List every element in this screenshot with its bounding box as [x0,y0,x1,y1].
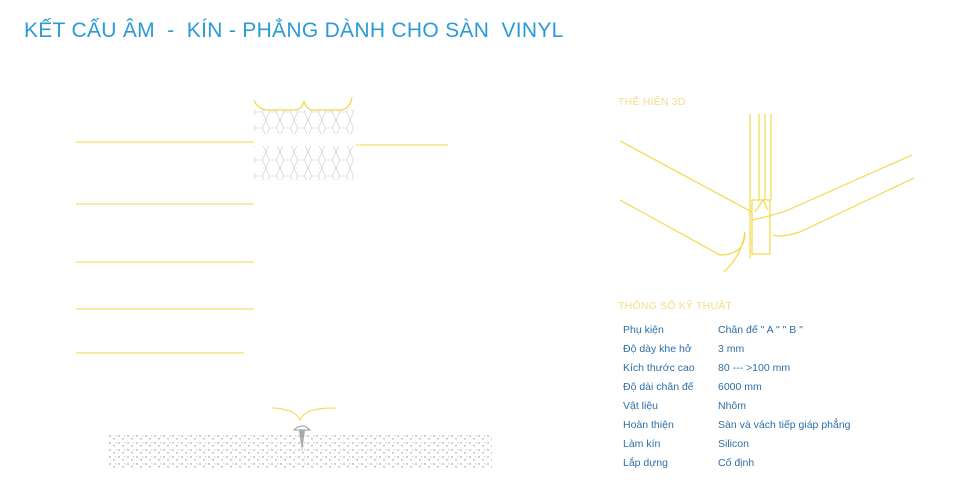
spec-value: Nhôm [718,399,747,412]
spec-key: Độ dài chân đế [623,380,694,393]
specs-table: Phụ kiện Chân đế " A " " B " Độ dày khe … [623,320,851,472]
spec-value: Silicon [718,437,749,450]
spec-row: Hoàn thiện Sàn và vách tiếp giáp phẳng [623,415,851,434]
section-drawing [76,96,492,470]
spec-value: Sàn và vách tiếp giáp phẳng [718,418,851,431]
spec-value: 3 mm [718,342,745,355]
spec-key: Độ dày khe hở [623,342,692,355]
view-3d-label: THỂ HIỆN 3D [618,96,686,108]
spec-row: Vật liệu Nhôm [623,396,851,415]
view-3d-drawing [619,114,915,273]
spec-key: Hoàn thiện [623,418,674,431]
spec-key: Kích thước cao [623,361,695,374]
spec-key: Lắp dựng [623,456,668,469]
spec-row: Kích thước cao 80 --- >100 mm [623,358,851,377]
specs-label: THÔNG SỐ KỸ THUẬT [618,300,733,312]
spec-row: Phụ kiện Chân đế " A " " B " [623,320,851,339]
spec-key: Phụ kiện [623,323,664,336]
spec-value: 6000 mm [718,380,762,393]
spec-row: Làm kín Silicon [623,434,851,453]
spec-key: Làm kín [623,437,661,450]
page-title: KẾT CẤU ÂM - KÍN - PHẲNG DÀNH CHO SÀN VI… [24,19,564,42]
spec-row: Lắp dựng Cố định [623,453,851,472]
spec-key: Vật liệu [623,399,659,412]
spec-value: Cố định [718,456,755,469]
spec-value: Chân đế " A " " B " [718,323,803,336]
spec-value: 80 --- >100 mm [718,361,791,374]
spec-row: Độ dày khe hở 3 mm [623,339,851,358]
spec-row: Độ dài chân đế 6000 mm [623,377,851,396]
